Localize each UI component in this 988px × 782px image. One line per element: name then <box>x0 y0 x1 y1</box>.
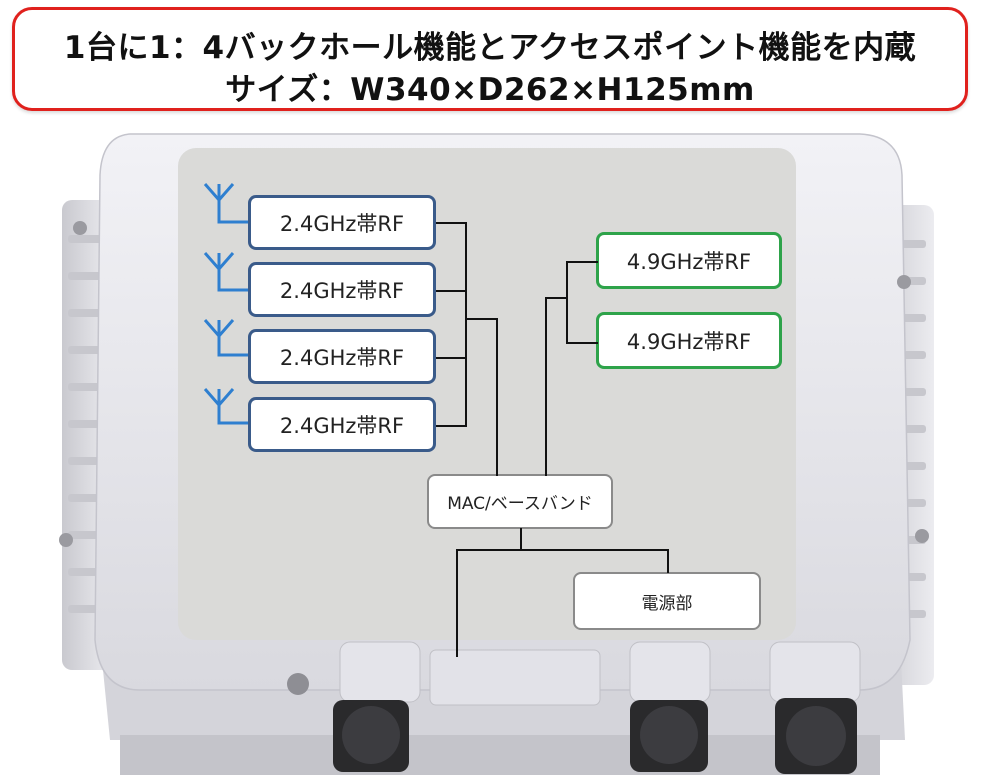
rf-49ghz-box: 4.9GHz帯RF <box>596 232 782 289</box>
connector-line <box>456 549 669 551</box>
connector-line <box>465 318 497 320</box>
connector-line <box>436 222 466 224</box>
connector-line <box>566 342 598 344</box>
connector-line <box>436 357 466 359</box>
antenna-icon <box>203 183 250 425</box>
rf-24ghz-box: 2.4GHz帯RF <box>248 329 436 384</box>
connector-line <box>436 425 466 427</box>
connector-line <box>667 549 669 573</box>
title-banner: 1台に1：4バックホール機能とアクセスポイント機能を内蔵 サイズ：W340×D2… <box>12 7 968 111</box>
rf-24ghz-box: 2.4GHz帯RF <box>248 262 436 317</box>
connector-line <box>436 290 466 292</box>
rf-24ghz-box: 2.4GHz帯RF <box>248 195 436 250</box>
mac-baseband-box: MAC/ベースバンド <box>427 474 613 529</box>
connector-line <box>456 549 458 657</box>
connector-line <box>520 528 522 550</box>
connector-line <box>566 261 568 344</box>
power-supply-box: 電源部 <box>573 572 761 630</box>
rf-49ghz-box: 4.9GHz帯RF <box>596 312 782 369</box>
banner-title-line1: 1台に1：4バックホール機能とアクセスポイント機能を内蔵 <box>63 30 917 66</box>
connector-line <box>496 318 498 476</box>
connector-line <box>465 222 467 427</box>
connector-icon <box>333 698 857 774</box>
connector-line <box>545 297 547 476</box>
connector-line <box>566 261 598 263</box>
connector-line <box>545 297 567 299</box>
rf-24ghz-box: 2.4GHz帯RF <box>248 397 436 452</box>
banner-title-line2: サイズ：W340×D262×H125mm <box>225 72 755 108</box>
